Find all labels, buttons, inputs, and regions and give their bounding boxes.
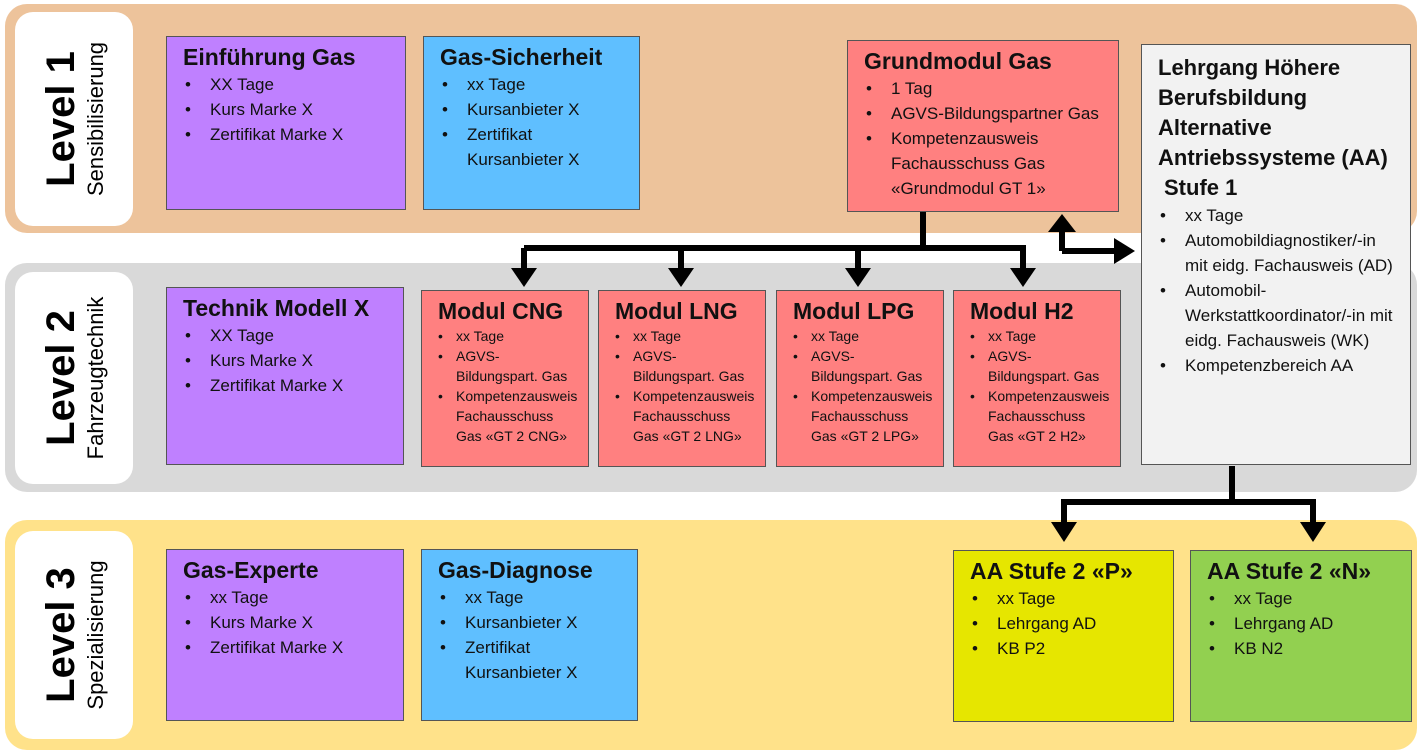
level-3-label: Level 3 Spezialisierung <box>15 531 133 739</box>
technik-modell-box: Technik Modell X XX Tage Kurs Marke X Ze… <box>166 287 404 465</box>
list-item: Kompetenzausweis Fachausschuss Gas «GT 2… <box>438 386 578 446</box>
lehrgang-aa-box: Lehrgang Höhere Berufsbildung Alternativ… <box>1141 44 1411 465</box>
aa-stufe-2-p-box: AA Stufe 2 «P» xx Tage Lehrgang AD KB P2 <box>953 550 1174 722</box>
gas-sicherheit-box: Gas-Sicherheit xx Tage Kursanbieter X Ze… <box>423 36 640 210</box>
item-list: XX Tage Kurs Marke X Zertifikat Marke X <box>183 323 393 398</box>
list-item: Kompetenzausweis Fachausschuss Gas «Grun… <box>864 126 1108 201</box>
list-item: xx Tage <box>183 585 393 610</box>
box-title: Lehrgang Höhere Berufsbildung Alternativ… <box>1158 55 1388 170</box>
list-item: AGVS-Bildungspart. Gas <box>615 346 755 386</box>
list-item: xx Tage <box>615 326 755 346</box>
list-item: Kompetenzausweis Fachausschuss Gas «GT 2… <box>793 386 933 446</box>
list-item: Zertifikat Marke X <box>183 635 393 660</box>
list-item: KB N2 <box>1207 636 1401 661</box>
list-item: Kursanbieter X <box>438 610 627 635</box>
box-title: Gas-Experte <box>183 557 319 583</box>
box-title: Modul H2 <box>970 298 1074 324</box>
box-title: Grundmodul Gas <box>864 48 1052 74</box>
list-item: Lehrgang AD <box>1207 611 1401 636</box>
list-item: AGVS-Bildungspart. Gas <box>438 346 578 386</box>
item-list: xx Tage AGVS-Bildungspart. Gas Kompetenz… <box>793 326 933 446</box>
aa-stufe-2-n-box: AA Stufe 2 «N» xx Tage Lehrgang AD KB N2 <box>1190 550 1412 722</box>
list-item: Automobil-Werkstattkoordinator/-in mit e… <box>1158 278 1400 353</box>
gas-experte-box: Gas-Experte xx Tage Kurs Marke X Zertifi… <box>166 549 404 721</box>
list-item: xx Tage <box>970 326 1110 346</box>
item-list: xx Tage Kursanbieter X Zertifikat Kursan… <box>440 72 629 172</box>
list-item: Kursanbieter X <box>440 97 629 122</box>
modul-lng-box: Modul LNG xx Tage AGVS-Bildungspart. Gas… <box>598 290 766 467</box>
list-item: xx Tage <box>440 72 629 97</box>
list-item: Zertifikat Kursanbieter X <box>440 122 629 172</box>
item-list: xx Tage AGVS-Bildungspart. Gas Kompetenz… <box>438 326 578 446</box>
level-2-label: Level 2 Fahrzeugtechnik <box>15 272 133 484</box>
list-item: Kurs Marke X <box>183 348 393 373</box>
list-item: xx Tage <box>1207 586 1401 611</box>
list-item: AGVS-Bildungspart. Gas <box>793 346 933 386</box>
list-item: xx Tage <box>438 585 627 610</box>
modul-cng-box: Modul CNG xx Tage AGVS-Bildungspart. Gas… <box>421 290 589 467</box>
arrow-head <box>511 268 537 287</box>
item-list: xx Tage Kursanbieter X Zertifikat Kursan… <box>438 585 627 685</box>
gas-diagnose-box: Gas-Diagnose xx Tage Kursanbieter X Zert… <box>421 549 638 721</box>
box-title: AA Stufe 2 «P» <box>970 558 1133 584</box>
list-item: Zertifikat Marke X <box>183 373 393 398</box>
list-item: XX Tage <box>183 72 395 97</box>
item-list: xx Tage AGVS-Bildungspart. Gas Kompetenz… <box>970 326 1110 446</box>
arrow-head <box>1048 214 1076 232</box>
box-title: Technik Modell X <box>183 295 370 321</box>
list-item: Automobildiagnostiker/-in mit eidg. Fach… <box>1158 228 1400 278</box>
box-title: Modul CNG <box>438 298 564 324</box>
list-item: XX Tage <box>183 323 393 348</box>
modul-h2-box: Modul H2 xx Tage AGVS-Bildungspart. Gas … <box>953 290 1121 467</box>
grundmodul-gas-box: Grundmodul Gas 1 Tag AGVS-Bildungspartne… <box>847 40 1119 212</box>
item-list: xx Tage AGVS-Bildungspart. Gas Kompetenz… <box>615 326 755 446</box>
box-title: Einführung Gas <box>183 44 356 70</box>
box-title: AA Stufe 2 «N» <box>1207 558 1372 584</box>
list-item: Kompetenzausweis Fachausschuss Gas «GT 2… <box>970 386 1110 446</box>
arrow-head <box>1051 522 1077 542</box>
list-item: AGVS-Bildungspart. Gas <box>970 346 1110 386</box>
list-item: Kompetenzbereich AA <box>1158 353 1400 378</box>
list-item: KB P2 <box>970 636 1163 661</box>
box-title: Gas-Diagnose <box>438 557 593 583</box>
list-item: Zertifikat Marke X <box>183 122 395 147</box>
arrow-head <box>845 268 871 287</box>
list-item: Zertifikat Kursanbieter X <box>438 635 627 685</box>
stufe-label: Stufe 1 <box>1164 175 1238 200</box>
list-item: Lehrgang AD <box>970 611 1163 636</box>
item-list: XX Tage Kurs Marke X Zertifikat Marke X <box>183 72 395 147</box>
list-item: Kurs Marke X <box>183 610 393 635</box>
item-list: xx Tage Kurs Marke X Zertifikat Marke X <box>183 585 393 660</box>
list-item: Kompetenzausweis Fachausschuss Gas «GT 2… <box>615 386 755 446</box>
box-title: Modul LNG <box>615 298 738 324</box>
item-list: xx Tage Lehrgang AD KB N2 <box>1207 586 1401 661</box>
list-item: Kurs Marke X <box>183 97 395 122</box>
list-item: xx Tage <box>970 586 1163 611</box>
level-1-label: Level 1 Sensibilisierung <box>15 12 133 226</box>
list-item: AGVS-Bildungspartner Gas <box>864 101 1108 126</box>
box-title: Gas-Sicherheit <box>440 44 603 70</box>
item-list: xx Tage Lehrgang AD KB P2 <box>970 586 1163 661</box>
arrow-head <box>1114 238 1135 264</box>
arrow-head <box>1300 522 1326 542</box>
arrow-head <box>668 268 694 287</box>
item-list: xx Tage Automobildiagnostiker/-in mit ei… <box>1158 203 1400 378</box>
einfuehrung-gas-box: Einführung Gas XX Tage Kurs Marke X Zert… <box>166 36 406 210</box>
arrow-head <box>1010 268 1036 287</box>
list-item: xx Tage <box>793 326 933 346</box>
item-list: 1 Tag AGVS-Bildungspartner Gas Kompetenz… <box>864 76 1108 201</box>
list-item: xx Tage <box>1158 203 1400 228</box>
list-item: xx Tage <box>438 326 578 346</box>
box-title: Modul LPG <box>793 298 915 324</box>
modul-lpg-box: Modul LPG xx Tage AGVS-Bildungspart. Gas… <box>776 290 944 467</box>
list-item: 1 Tag <box>864 76 1108 101</box>
